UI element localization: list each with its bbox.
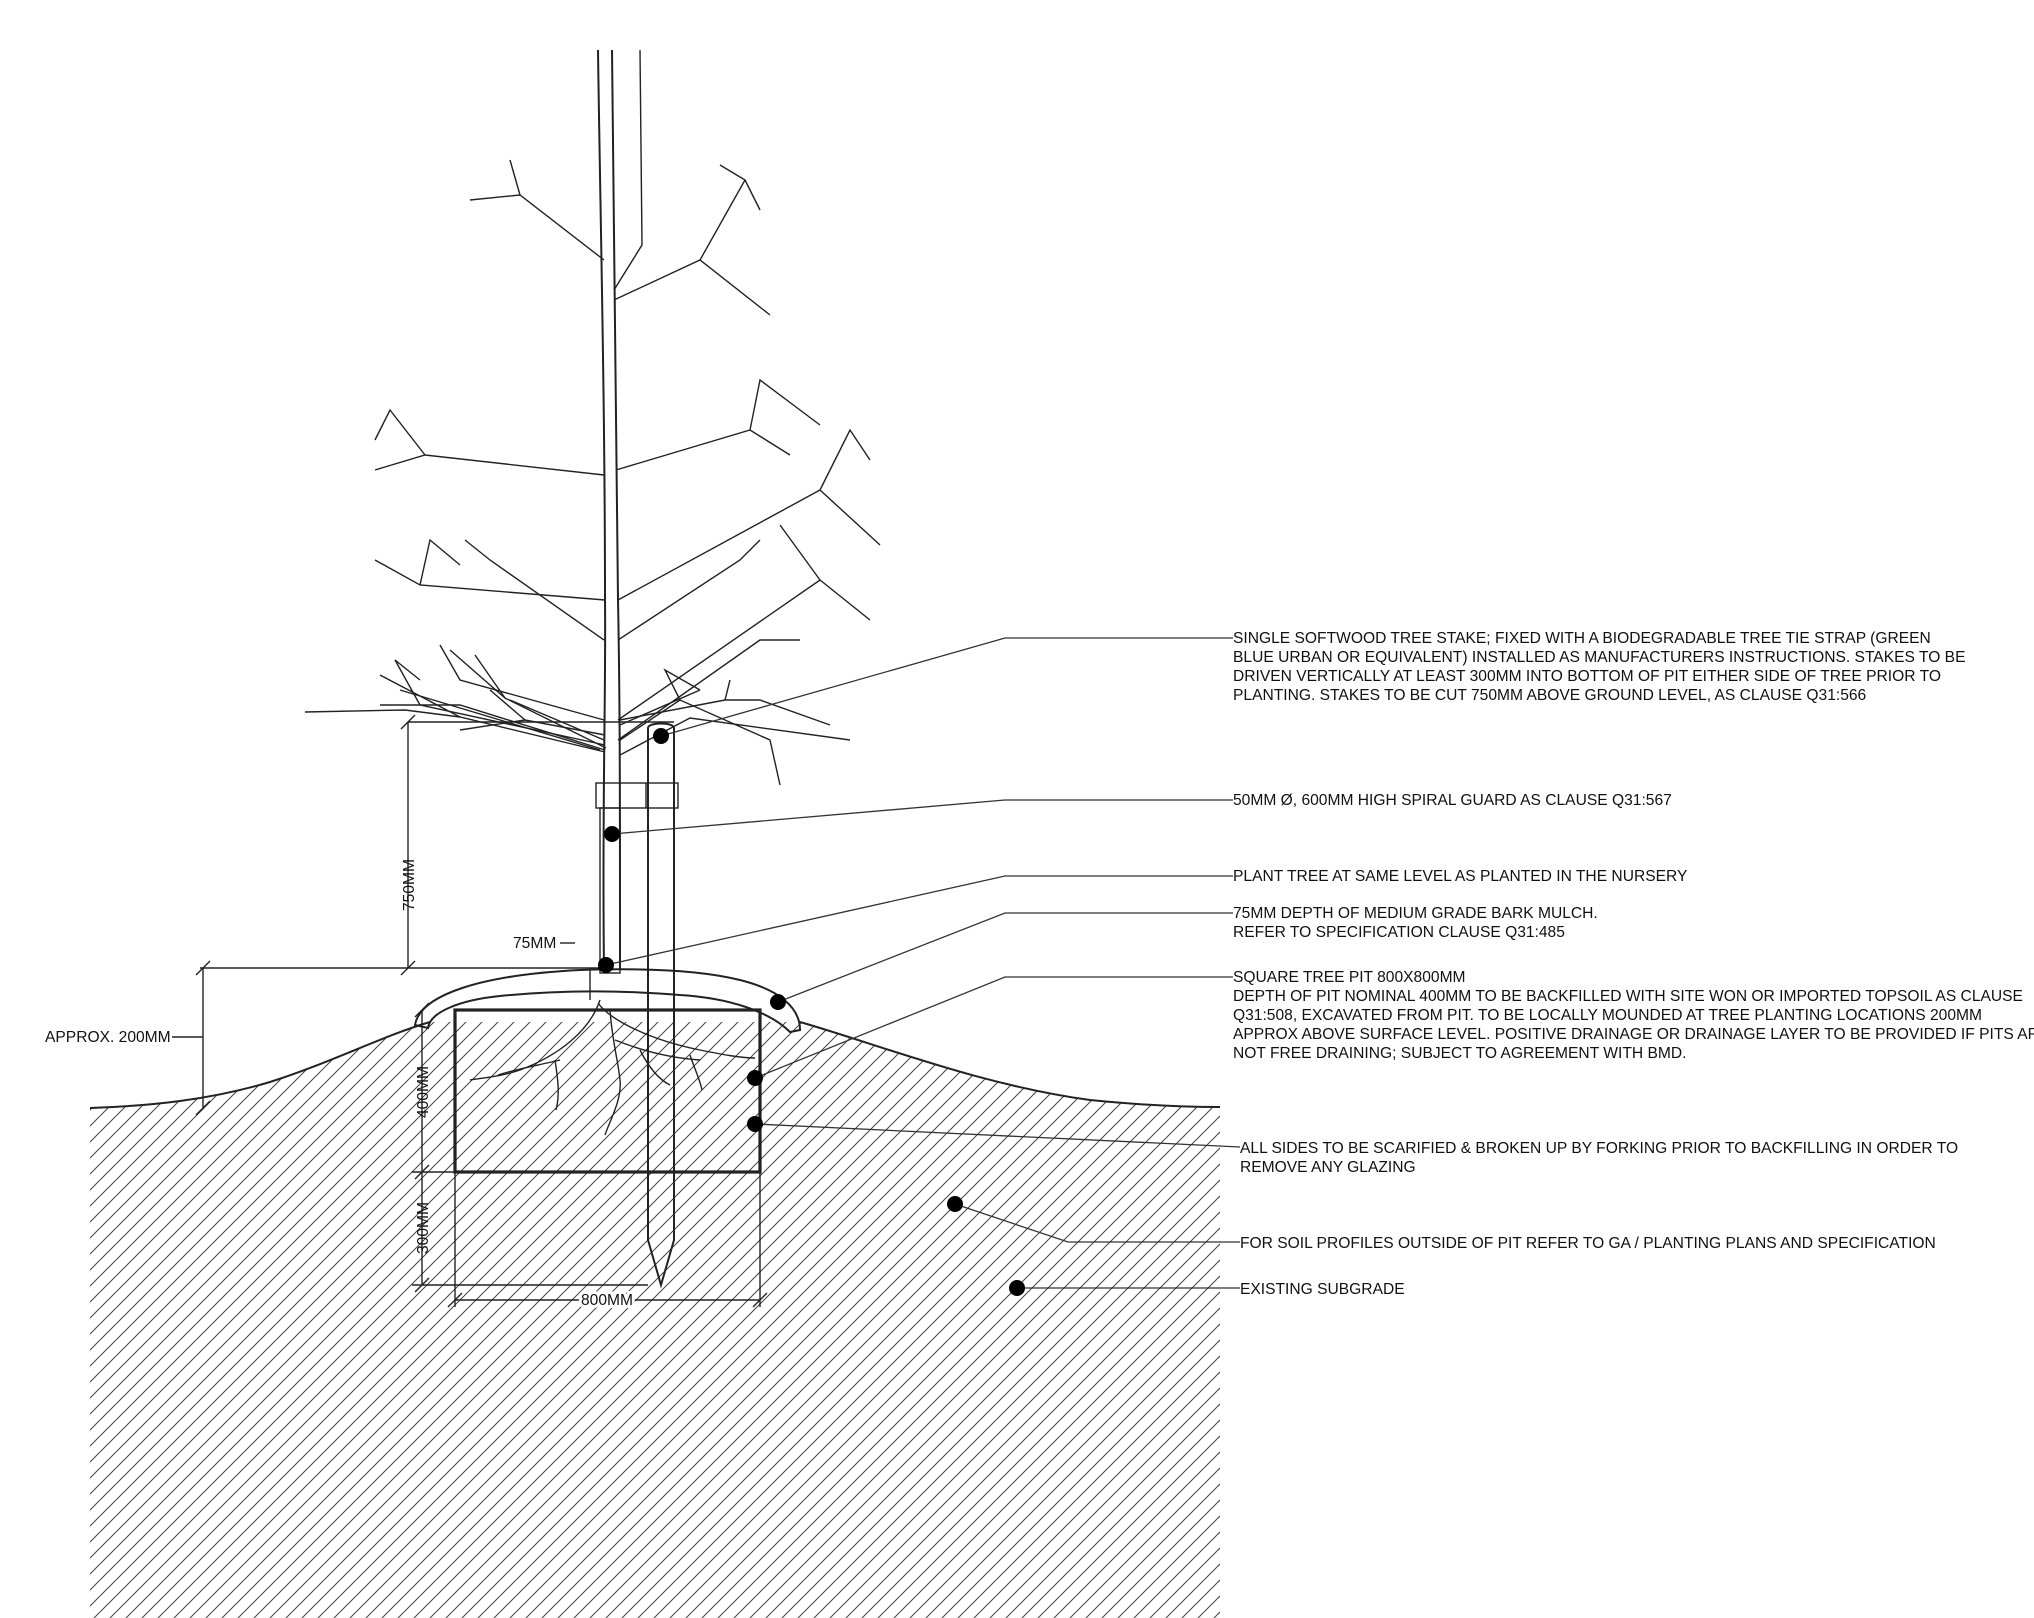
callout-dot-guard [604, 826, 620, 842]
svg-text:APPROX ABOVE SURFACE LEVEL. PO: APPROX ABOVE SURFACE LEVEL. POSITIVE DRA… [1233, 1026, 2034, 1043]
annotation-plant-level: PLANT TREE AT SAME LEVEL AS PLANTED IN T… [1233, 868, 1688, 885]
existing-subgrade [90, 1022, 1220, 1618]
annotation-sides: ALL SIDES TO BE SCARIFIED & BROKEN UP BY… [1240, 1140, 1958, 1176]
lower-tree-branches [304, 649, 851, 786]
dim-800mm: 800MM [581, 1292, 633, 1309]
svg-text:50MM Ø, 600MM HIGH SPIRAL GUAR: 50MM Ø, 600MM HIGH SPIRAL GUARD AS CLAUS… [1233, 792, 1672, 809]
callout-dot-plant-level [598, 957, 614, 973]
callout-dot-soil-profiles [947, 1196, 963, 1212]
annotation-guard: 50MM Ø, 600MM HIGH SPIRAL GUARD AS CLAUS… [1233, 792, 1672, 809]
svg-text:REMOVE ANY GLAZING: REMOVE ANY GLAZING [1240, 1159, 1416, 1176]
bark-mulch-mound [413, 968, 802, 1034]
ground-surface-line [89, 1021, 1221, 1109]
svg-text:BLUE URBAN OR EQUIVALENT) INST: BLUE URBAN OR EQUIVALENT) INSTALLED AS M… [1233, 649, 1965, 666]
svg-text:SQUARE TREE PIT 800X800MM: SQUARE TREE PIT 800X800MM [1233, 969, 1466, 986]
annotation-mulch: 75MM DEPTH OF MEDIUM GRADE BARK MULCH. R… [1233, 905, 1598, 941]
annotation-pit: SQUARE TREE PIT 800X800MM DEPTH OF PIT N… [1233, 969, 2034, 1062]
svg-text:75MM DEPTH OF MEDIUM GRADE BAR: 75MM DEPTH OF MEDIUM GRADE BARK MULCH. [1233, 905, 1598, 922]
annotation-soil-profiles: FOR SOIL PROFILES OUTSIDE OF PIT REFER T… [1240, 1235, 1936, 1252]
tree-branches [374, 49, 881, 751]
svg-text:DRIVEN VERTICALLY AT LEAST 300: DRIVEN VERTICALLY AT LEAST 300MM INTO BO… [1233, 668, 1941, 685]
svg-text:FOR SOIL PROFILES OUTSIDE OF P: FOR SOIL PROFILES OUTSIDE OF PIT REFER T… [1240, 1235, 1936, 1252]
dimension-lines [172, 714, 768, 1308]
callout-dot-mulch [770, 994, 786, 1010]
tree-pit-backfill [453, 1008, 762, 1174]
svg-text:ALL SIDES TO BE SCARIFIED & BR: ALL SIDES TO BE SCARIFIED & BROKEN UP BY… [1240, 1140, 1958, 1157]
dim-75mm: 75MM [513, 935, 556, 952]
tree-roots [469, 999, 756, 1136]
callout-dot-stake [653, 728, 669, 744]
svg-text:Q31:508, EXCAVATED FROM PIT. T: Q31:508, EXCAVATED FROM PIT. TO BE LOCAL… [1233, 1007, 1982, 1024]
dim-400mm: 400MM [415, 1066, 432, 1118]
dim-300mm: 300MM [415, 1202, 432, 1254]
svg-text:REFER TO SPECIFICATION CLAUSE: REFER TO SPECIFICATION CLAUSE Q31:485 [1233, 924, 1565, 941]
dim-750mm: 750MM [401, 859, 418, 911]
leader-lines [605, 637, 1241, 1289]
svg-text:PLANTING. STAKES TO BE CUT 750: PLANTING. STAKES TO BE CUT 750MM ABOVE G… [1233, 687, 1866, 704]
callout-dots [598, 728, 1025, 1296]
tree-tie-strap [595, 782, 679, 809]
dim-approx-200mm: APPROX. 200MM [45, 1029, 171, 1046]
svg-text:DEPTH OF PIT NOMINAL 400MM TO: DEPTH OF PIT NOMINAL 400MM TO BE BACKFIL… [1233, 988, 2023, 1005]
callout-dot-subgrade [1009, 1280, 1025, 1296]
svg-text:SINGLE SOFTWOOD TREE STAKE; FI: SINGLE SOFTWOOD TREE STAKE; FIXED WITH A… [1233, 630, 1931, 647]
annotation-stake: SINGLE SOFTWOOD TREE STAKE; FIXED WITH A… [1233, 630, 1965, 704]
callout-dot-pit [747, 1070, 763, 1086]
svg-text:EXISTING SUBGRADE: EXISTING SUBGRADE [1240, 1281, 1405, 1298]
svg-text:NOT FREE DRAINING; SUBJECT TO: NOT FREE DRAINING; SUBJECT TO AGREEMENT … [1233, 1045, 1686, 1062]
callout-dot-sides [747, 1116, 763, 1132]
annotation-subgrade: EXISTING SUBGRADE [1240, 1281, 1405, 1298]
svg-text:PLANT TREE AT SAME LEVEL AS PL: PLANT TREE AT SAME LEVEL AS PLANTED IN T… [1233, 868, 1688, 885]
tree-stake [647, 722, 675, 1289]
